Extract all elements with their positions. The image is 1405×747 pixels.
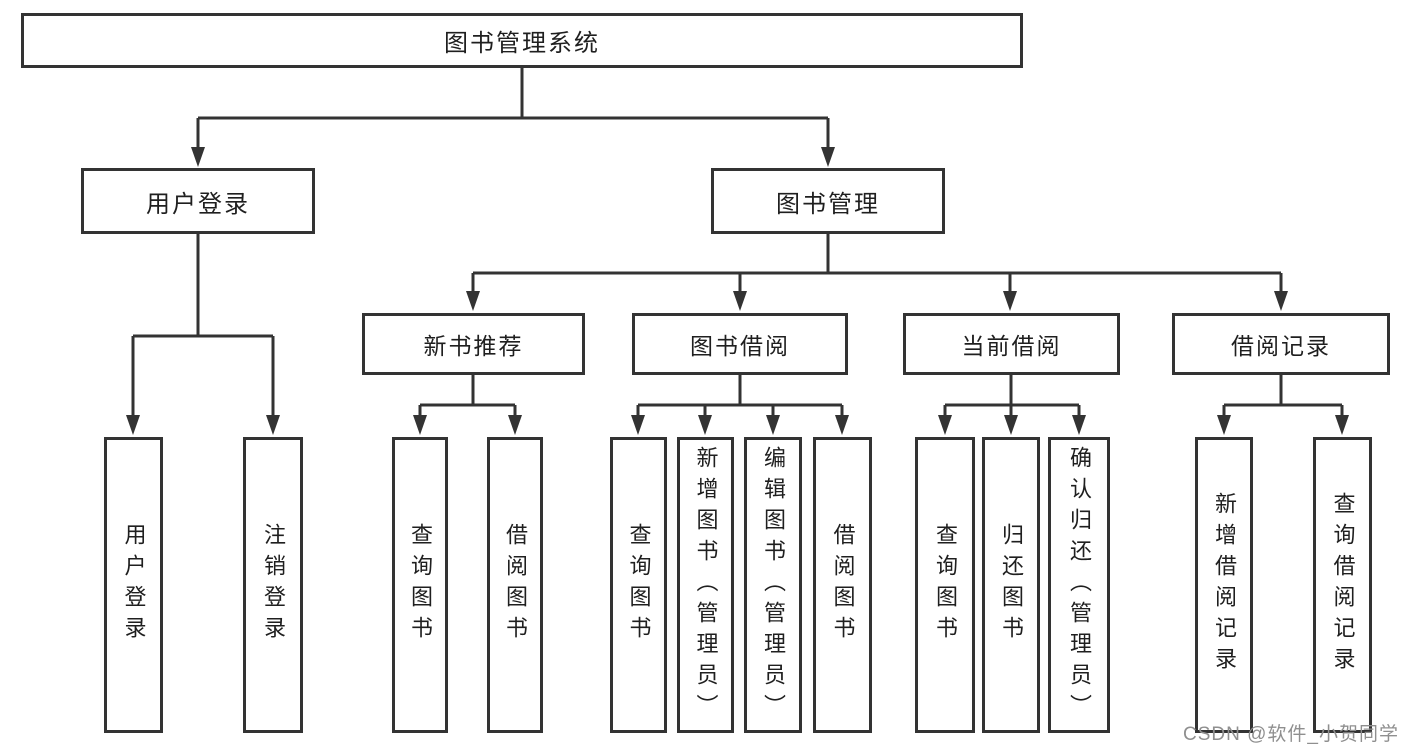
node-user-login: 用户登录: [81, 168, 315, 234]
leaf-logout: 注销登录: [243, 437, 303, 733]
leaf-borrow-books-recommend: 借阅图书: [487, 437, 543, 733]
node-root-system: 图书管理系统: [21, 13, 1023, 68]
leaf-query-books-borrowing: 查询图书: [610, 437, 667, 733]
leaf-borrow-books-borrowing: 借阅图书: [813, 437, 872, 733]
node-new-book-recommendation: 新书推荐: [362, 313, 585, 375]
leaf-query-books-recommend: 查询图书: [392, 437, 448, 733]
leaf-query-borrow-record: 查询借阅记录: [1313, 437, 1372, 733]
leaf-confirm-return-admin: 确认归还（管理员）: [1048, 437, 1110, 733]
leaf-query-books-current: 查询图书: [915, 437, 975, 733]
csdn-watermark: CSDN @软件_小贺同学: [1183, 724, 1399, 745]
leaf-add-borrow-record: 新增借阅记录: [1195, 437, 1253, 733]
leaf-edit-books-admin: 编辑图书（管理员）: [744, 437, 802, 733]
leaf-add-books-admin: 新增图书（管理员）: [677, 437, 734, 733]
node-borrowing-records: 借阅记录: [1172, 313, 1390, 375]
node-book-borrowing: 图书借阅: [632, 313, 848, 375]
node-book-management: 图书管理: [711, 168, 945, 234]
leaf-return-books: 归还图书: [982, 437, 1040, 733]
node-current-borrowing: 当前借阅: [903, 313, 1120, 375]
leaf-user-login: 用户登录: [104, 437, 163, 733]
